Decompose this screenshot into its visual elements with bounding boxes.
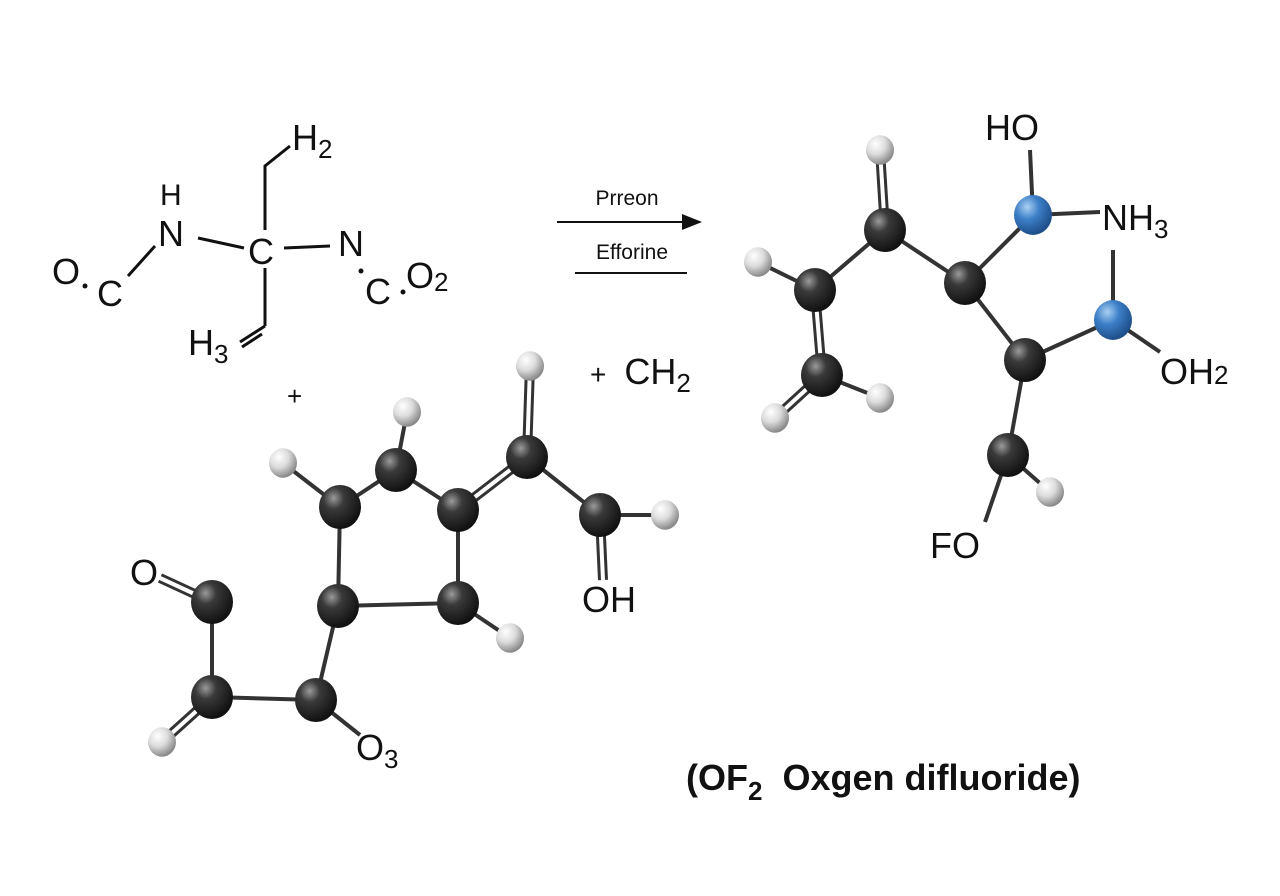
carbon-atom xyxy=(317,583,359,629)
carbon-atom xyxy=(579,492,621,538)
n-right-label: N xyxy=(338,223,364,264)
h2-label: H2 xyxy=(292,117,332,164)
c-center-label: C xyxy=(248,231,274,272)
arrow-top-label: Prreon xyxy=(595,187,658,210)
carbon-atom xyxy=(794,267,836,313)
hydrogen-atom xyxy=(516,351,544,381)
hydrogen-atom xyxy=(761,403,789,433)
oh-label: OH xyxy=(582,579,636,620)
c-right-label: C xyxy=(365,271,391,312)
arrow-bottom-label: Efforine xyxy=(596,241,668,264)
dot xyxy=(358,268,364,274)
reaction-arrow: Prreon Efforine xyxy=(557,187,702,274)
c-left-label: C xyxy=(97,273,123,314)
molecule-labels: O OH O3 HO NH3 OH2 FO xyxy=(130,107,1228,774)
carbon-atom xyxy=(944,260,986,306)
hydrogen-atom xyxy=(148,727,176,757)
ball-and-stick-molecules xyxy=(148,135,1162,757)
hydrogen-atom xyxy=(393,397,421,427)
n-left-label: N xyxy=(158,213,184,254)
nitrogen-atom xyxy=(1094,300,1132,340)
oh2-label: OH2 xyxy=(1160,351,1228,392)
caption: (OF2 Oxgen difluoride) xyxy=(686,757,1080,806)
nitrogen-atom xyxy=(1014,195,1052,235)
bond xyxy=(283,244,331,250)
hydrogen-atom xyxy=(866,135,894,165)
carbon-atom xyxy=(191,674,233,720)
hydrogen-atom xyxy=(651,500,679,530)
fo-label: FO xyxy=(930,525,980,566)
reactant-skeletal-structure xyxy=(126,144,331,349)
carbon-atom xyxy=(506,434,548,480)
carbon-atom xyxy=(437,487,479,533)
bond xyxy=(126,244,157,278)
carbon-atom xyxy=(191,579,233,625)
carbon-atom xyxy=(801,352,843,398)
nh3-label: NH3 xyxy=(1102,197,1168,244)
hydrogen-atom xyxy=(1036,477,1064,507)
dot xyxy=(82,283,88,289)
hydrogen-atom xyxy=(269,448,297,478)
hydrogen-atom xyxy=(496,623,524,653)
carbon-atom xyxy=(295,677,337,723)
carbon-atom xyxy=(1004,337,1046,383)
carbon-atom xyxy=(375,447,417,493)
bond xyxy=(239,324,266,344)
o-label: O xyxy=(130,552,158,593)
bond xyxy=(263,144,291,230)
o-left-label: O xyxy=(52,251,80,292)
carbon-atom xyxy=(864,207,906,253)
bond xyxy=(197,236,245,250)
hydrogen-atom xyxy=(744,247,772,277)
h3-label: H3 xyxy=(188,322,228,369)
dot xyxy=(400,289,406,295)
carbon-atom xyxy=(987,432,1029,478)
carbon-atom xyxy=(319,484,361,530)
ho-label: HO xyxy=(985,107,1039,148)
carbon-atom xyxy=(437,580,479,626)
h-label: H xyxy=(160,179,182,212)
plus-sign: + xyxy=(287,381,302,411)
bond xyxy=(241,332,263,349)
reactant-labels: H2 H N C N O C C O2 H3 xyxy=(52,117,448,369)
ch2-term: +CH2 xyxy=(590,351,691,398)
hydrogen-atom xyxy=(866,383,894,413)
o2-label: O2 xyxy=(406,255,448,297)
o3-label: O3 xyxy=(356,727,398,774)
